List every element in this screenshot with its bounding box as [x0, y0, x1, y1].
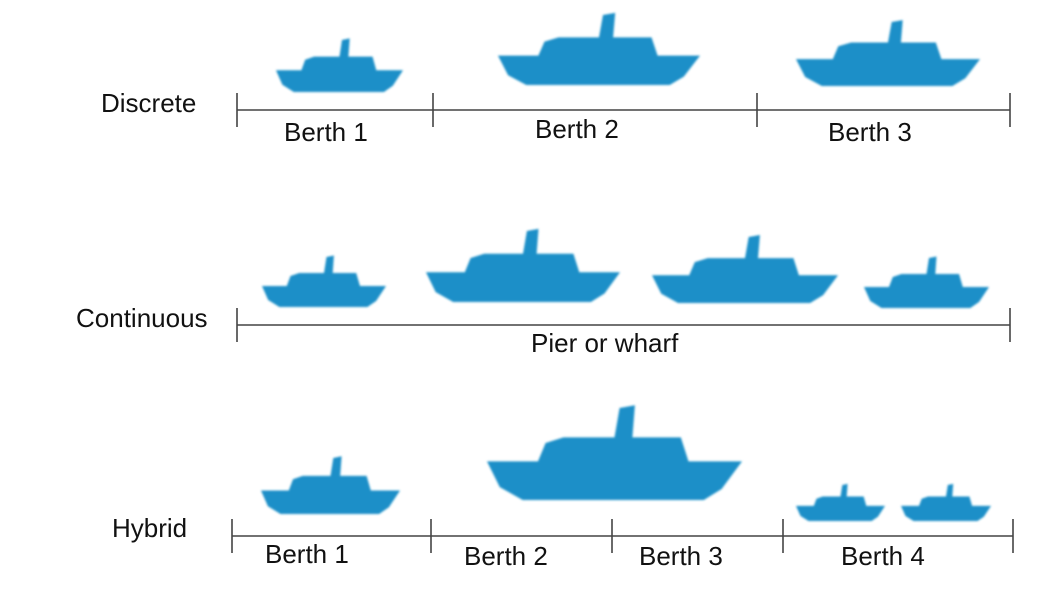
discrete-berth-1-label: Berth 1 — [284, 117, 368, 147]
continuous-ship-3 — [652, 235, 838, 303]
hybrid-ship-1 — [261, 456, 400, 514]
row-label-hybrid: Hybrid — [112, 513, 188, 543]
row-label-continuous: Continuous — [76, 303, 208, 333]
hybrid-berth-4-label: Berth 4 — [841, 541, 925, 571]
continuous-ship-4 — [864, 256, 989, 308]
continuous-ship-2 — [426, 228, 620, 302]
hybrid-ship-4 — [901, 483, 991, 521]
pier-or-wharf-label: Pier or wharf — [531, 328, 679, 358]
hybrid-berth-2-label: Berth 2 — [464, 541, 548, 571]
row-label-discrete: Discrete — [101, 88, 197, 118]
hybrid-ship-2 — [487, 405, 742, 500]
discrete-berth-2-label: Berth 2 — [535, 114, 619, 144]
discrete-ship-3 — [796, 20, 980, 87]
hybrid-ship-3 — [796, 483, 885, 521]
continuous-ship-1 — [262, 255, 386, 307]
discrete-ship-2 — [498, 12, 700, 85]
discrete-berth-3-label: Berth 3 — [828, 117, 912, 147]
hybrid-berth-3-label: Berth 3 — [639, 541, 723, 571]
hybrid-berth-1-label: Berth 1 — [265, 539, 349, 569]
discrete-ship-1 — [276, 38, 403, 92]
